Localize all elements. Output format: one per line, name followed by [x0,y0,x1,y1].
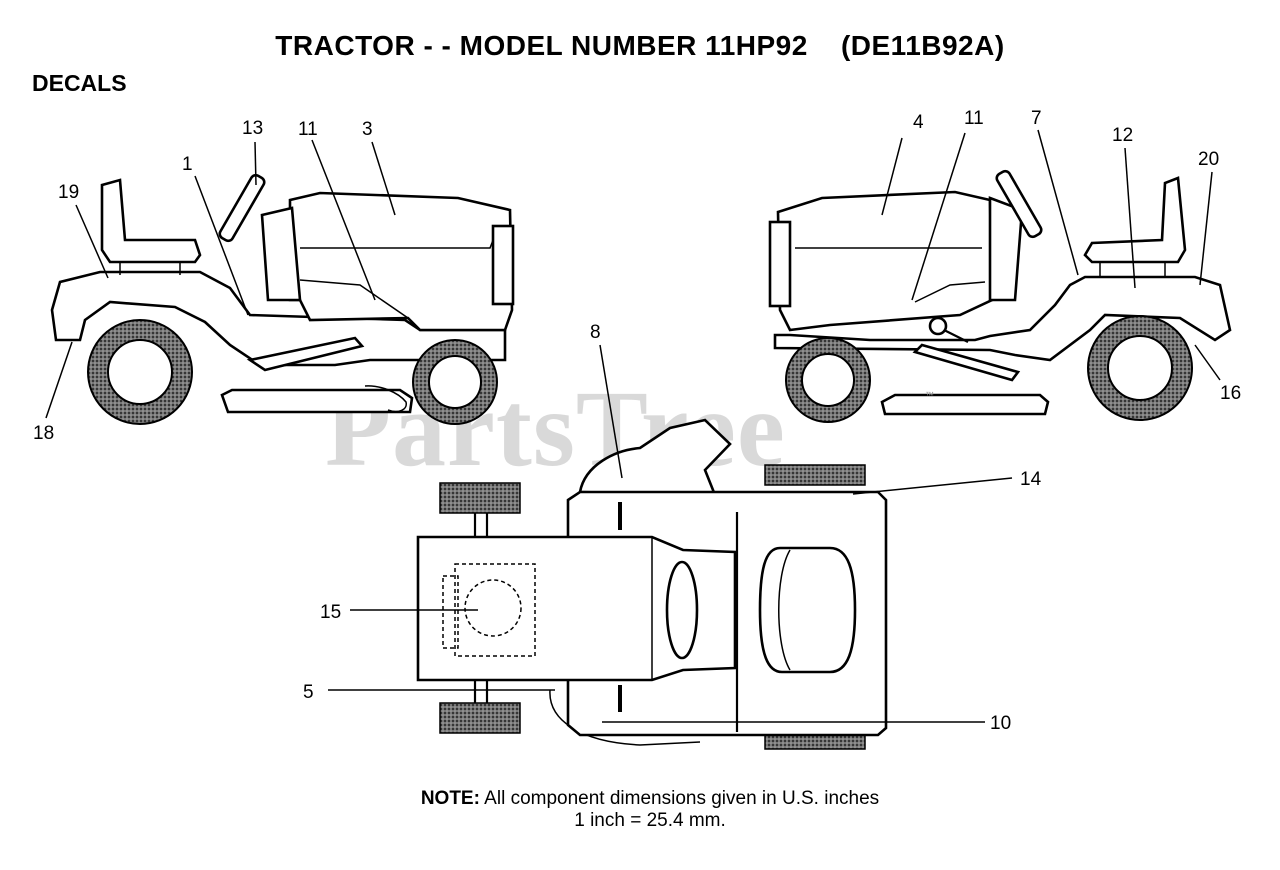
callout-3: 3 [362,119,373,140]
steering-wheel-right [995,169,1043,239]
note-line-1: NOTE: All component dimensions given in … [0,788,1280,810]
seat-top [758,546,857,674]
foot-pedal [246,336,365,372]
front-tire-top-left [439,482,521,514]
grille-right [768,220,792,308]
mower-deck-right [880,393,1050,416]
callout-11-left: 11 [298,119,318,140]
front-hub-left-view [428,355,482,409]
callout-4: 4 [913,112,924,133]
callout-1: 1 [182,154,193,175]
right-view-leaders [881,129,1221,381]
note-line-2: 1 inch = 25.4 mm. [574,810,726,831]
callout-14: 14 [1020,469,1042,490]
top-view-leaders [328,344,1013,723]
callout-18: 18 [33,423,54,444]
left-view-leaders [45,139,396,419]
discharge-chute [578,418,732,497]
seat-post-right [1099,262,1166,277]
hood-side-line-right [914,281,986,303]
hood [288,191,514,332]
hood-top [416,535,737,682]
steering-top [665,560,699,660]
note-text: All component dimensions given in U.S. i… [484,788,880,809]
callout-8: 8 [590,322,601,343]
note-label: NOTE: [420,788,480,809]
fuel-cap-outline [464,579,522,637]
dimension-note: NOTE: All component dimensions given in … [0,788,1280,832]
front-hub-right-view [801,353,855,407]
foot-pedal-right [912,343,1021,382]
top-view [416,418,888,750]
callout-10: 10 [990,713,1011,734]
hood-side-line [299,279,409,319]
left-side-view [50,173,515,425]
right-side-view: ™ [768,169,1232,423]
callout-12: 12 [1112,125,1133,146]
decal-tab [442,575,459,649]
callout-13: 13 [242,118,263,139]
rear-hub-left-view [107,339,173,405]
seat-back-top [778,549,791,671]
section-title: DECALS [32,70,127,96]
callout-20: 20 [1198,149,1219,170]
diagram-title: TRACTOR - - MODEL NUMBER 11HP92 (DE11B92… [275,30,1005,61]
dash-panel [260,206,302,302]
front-tire-top-right [439,702,521,734]
hood-right [776,190,994,332]
callout-5: 5 [303,682,314,703]
ignition-key-icon [928,316,948,336]
fender-frame [50,270,507,367]
seat-right [1083,176,1187,264]
callout-11-right: 11 [964,108,984,129]
rear-hub-right-view [1107,335,1173,401]
seat-post [119,262,181,275]
callout-7: 7 [1031,108,1042,129]
fender-frame-right [773,275,1232,362]
deck-belt-guard [364,385,407,413]
callout-19-left: 19 [58,182,79,203]
seat [100,178,202,264]
callout-15: 15 [320,602,341,623]
grille [491,224,515,306]
mower-deck [220,388,414,414]
callout-16: 16 [1220,383,1241,404]
rear-tire-top-left [764,464,866,486]
trademark-mark: ™ [925,390,934,400]
steering-wheel [218,173,266,243]
